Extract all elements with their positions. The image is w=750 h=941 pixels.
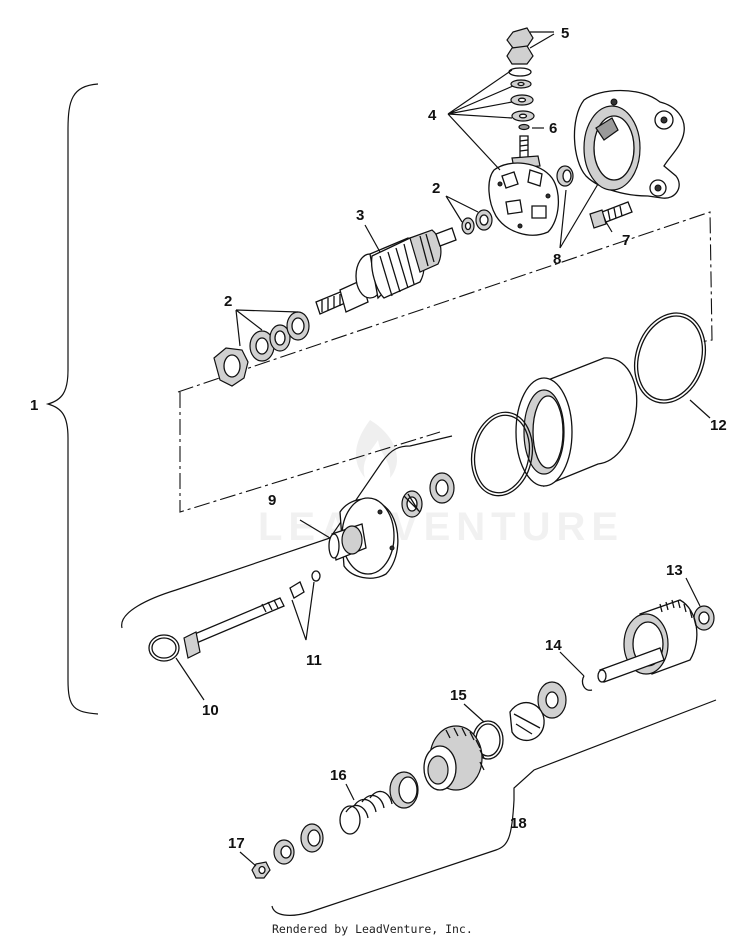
part-spring-assembly: [273, 771, 419, 865]
part-field-housing: [470, 312, 706, 497]
part-nut-17: [251, 861, 271, 879]
callout-3: 3: [356, 207, 364, 224]
callout-2-left: 2: [224, 293, 232, 310]
callout-16: 16: [330, 767, 347, 784]
callout-7: 7: [622, 232, 630, 249]
subassembly-boundary: [177, 211, 713, 513]
callout-1: 1: [30, 397, 38, 414]
callout-labels: 1 2 2 3 4 5 6 7 8 9 10 11 12 13 14 15 16…: [30, 25, 727, 852]
assembly-brace: [45, 83, 99, 715]
part-drive-gear: [423, 725, 485, 791]
callout-11: 11: [306, 652, 322, 669]
part-pinion-shaft: [581, 599, 715, 691]
part-snap-ring-10: [148, 634, 180, 662]
callout-15: 15: [450, 687, 467, 704]
part-washers-stack: [510, 79, 535, 131]
callout-12: 12: [710, 417, 727, 434]
brace-18: [271, 699, 717, 916]
footer-credit: Rendered by LeadVenture, Inc.: [272, 922, 473, 936]
part-bolt-7: [589, 201, 633, 229]
callout-9: 9: [268, 492, 276, 509]
callout-14: 14: [545, 637, 562, 654]
callout-6: 6: [549, 120, 557, 137]
callout-13: 13: [666, 562, 683, 579]
callout-17: 17: [228, 835, 245, 852]
part-through-bolt: [183, 570, 321, 659]
brace-9-tick: [299, 519, 331, 539]
part-armature: [315, 227, 457, 315]
callout-8: 8: [553, 251, 561, 268]
part-clutch-plates: [472, 681, 567, 760]
callout-18: 18: [510, 815, 527, 832]
callout-2-upper: 2: [432, 180, 440, 197]
callout-5: 5: [561, 25, 569, 42]
part-end-cap: [556, 89, 685, 199]
watermark-text: LEADVENTURE: [258, 505, 624, 549]
part-washers-upper: [461, 209, 493, 235]
part-brush-plate: [488, 162, 559, 236]
leader-lines: [175, 31, 711, 867]
callout-10: 10: [202, 702, 219, 719]
part-drive-end-housing: [328, 472, 455, 579]
callout-4: 4: [428, 107, 437, 124]
part-washers-left: [213, 311, 310, 387]
part-nuts: [506, 27, 534, 77]
